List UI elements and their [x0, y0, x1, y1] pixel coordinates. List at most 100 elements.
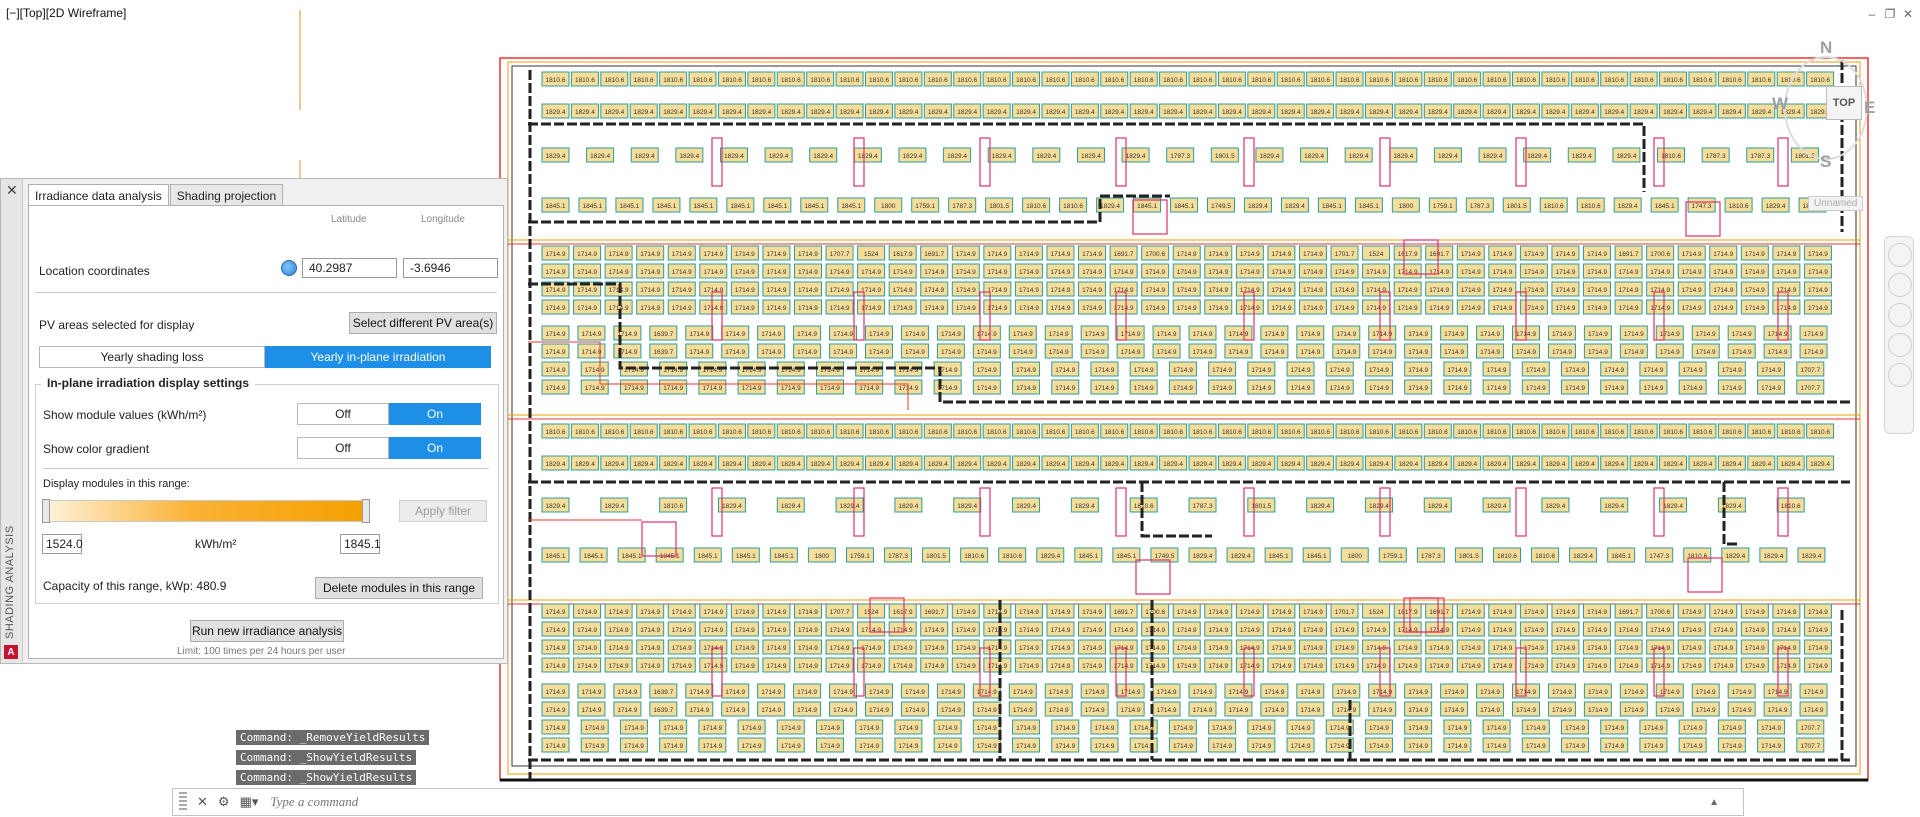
- module-value[interactable]: 1714.9: [546, 609, 566, 616]
- module-value[interactable]: 1829.4: [1310, 109, 1330, 116]
- module-value[interactable]: 1714.9: [735, 305, 755, 312]
- module-value[interactable]: 1691.7: [1114, 609, 1134, 616]
- module-value[interactable]: 1845.1: [736, 553, 756, 560]
- module-value[interactable]: 1714.9: [1447, 367, 1467, 374]
- viewcube-top-face[interactable]: TOP: [1826, 86, 1862, 120]
- module-value[interactable]: 1810.6: [1222, 429, 1242, 436]
- module-cell[interactable]: [1100, 423, 1129, 439]
- module-cell[interactable]: [1044, 343, 1073, 359]
- module-cell[interactable]: [825, 245, 854, 261]
- module-value[interactable]: 1714.9: [893, 663, 913, 670]
- module-cell[interactable]: [1235, 281, 1264, 297]
- module-value[interactable]: 1714.9: [956, 251, 976, 258]
- module-cell[interactable]: [1080, 325, 1109, 341]
- module-cell[interactable]: [1650, 197, 1679, 213]
- module-value[interactable]: 1714.9: [859, 385, 879, 392]
- ucs-menu[interactable]: Unnamed: [1808, 196, 1864, 211]
- module-cell[interactable]: [541, 547, 570, 563]
- module-value[interactable]: 1714.9: [1682, 609, 1702, 616]
- module-value[interactable]: 1714.9: [1587, 609, 1607, 616]
- module-value[interactable]: 1714.9: [798, 645, 818, 652]
- module-value[interactable]: 1714.9: [1745, 663, 1765, 670]
- module-cell[interactable]: [1776, 497, 1805, 513]
- module-value[interactable]: 1829.4: [1573, 553, 1593, 560]
- module-cell[interactable]: [951, 281, 980, 297]
- module-cell[interactable]: [1776, 455, 1805, 471]
- module-value[interactable]: 1714.9: [1271, 645, 1291, 652]
- module-cell[interactable]: [982, 455, 1011, 471]
- module-value[interactable]: 1829.4: [1340, 461, 1360, 468]
- module-value[interactable]: 1801.5: [926, 553, 946, 560]
- module-value[interactable]: 1714.9: [977, 725, 997, 732]
- module-cell[interactable]: [1583, 281, 1612, 297]
- module-cell[interactable]: [1208, 379, 1237, 395]
- module-value[interactable]: 1829.4: [1393, 153, 1413, 160]
- module-value[interactable]: 1714.9: [1208, 609, 1228, 616]
- module-value[interactable]: 1714.9: [861, 305, 881, 312]
- module-value[interactable]: 1829.4: [1428, 109, 1448, 116]
- module-value[interactable]: 1714.9: [546, 251, 566, 258]
- module-value[interactable]: 1714.9: [702, 385, 722, 392]
- module-value[interactable]: 1829.4: [1763, 553, 1783, 560]
- module-value[interactable]: 1714.9: [1804, 689, 1824, 696]
- module-value[interactable]: 1845.1: [774, 553, 794, 560]
- module-value[interactable]: 1829.4: [1618, 203, 1638, 210]
- module-cell[interactable]: [685, 343, 714, 359]
- module-value[interactable]: 1714.9: [1556, 627, 1576, 634]
- module-value[interactable]: 1714.9: [1173, 743, 1193, 750]
- module-cell[interactable]: [717, 71, 746, 87]
- module-value[interactable]: 1714.9: [1335, 305, 1355, 312]
- module-cell[interactable]: [1629, 455, 1658, 471]
- module-value[interactable]: 1714.9: [1019, 627, 1039, 634]
- module-value[interactable]: 1714.9: [1556, 645, 1576, 652]
- module-value[interactable]: 1714.9: [1480, 707, 1500, 714]
- module-value[interactable]: 1714.9: [1447, 743, 1467, 750]
- show-gradient-off[interactable]: Off: [297, 437, 389, 459]
- module-value[interactable]: 1714.9: [1121, 689, 1141, 696]
- module-value[interactable]: 1714.9: [735, 663, 755, 670]
- module-value[interactable]: 1810.6: [1251, 429, 1271, 436]
- module-value[interactable]: 1845.1: [546, 553, 566, 560]
- module-cell[interactable]: [1078, 299, 1107, 315]
- module-value[interactable]: 1714.9: [1650, 305, 1670, 312]
- module-cell[interactable]: [1014, 263, 1043, 279]
- module-value[interactable]: 1714.9: [1095, 367, 1115, 374]
- module-value[interactable]: 1800: [881, 203, 896, 210]
- module-cell[interactable]: [1306, 103, 1335, 119]
- module-cell[interactable]: [1677, 281, 1706, 297]
- module-value[interactable]: 1810.6: [634, 77, 654, 84]
- module-value[interactable]: 1714.9: [1650, 269, 1670, 276]
- module-cell[interactable]: [1300, 147, 1329, 163]
- module-value[interactable]: 1829.4: [992, 153, 1012, 160]
- module-value[interactable]: 1714.9: [1291, 743, 1311, 750]
- module-value[interactable]: 1714.9: [1335, 663, 1355, 670]
- module-value[interactable]: 1829.4: [1575, 461, 1595, 468]
- module-cell[interactable]: [936, 325, 965, 341]
- module-value[interactable]: 1714.9: [585, 385, 605, 392]
- module-cell[interactable]: [573, 245, 602, 261]
- module-value[interactable]: 1714.9: [1660, 331, 1680, 338]
- module-value[interactable]: 1714.9: [1588, 331, 1608, 338]
- delete-modules-button[interactable]: Delete modules in this range: [315, 577, 483, 599]
- module-cell[interactable]: [688, 423, 717, 439]
- module-cell[interactable]: [1646, 263, 1675, 279]
- module-cell[interactable]: [541, 299, 570, 315]
- module-cell[interactable]: [1583, 263, 1612, 279]
- module-value[interactable]: 1714.9: [1082, 269, 1102, 276]
- module-cell[interactable]: [1217, 103, 1246, 119]
- module-cell[interactable]: [1747, 103, 1776, 119]
- module-cell[interactable]: [793, 325, 822, 341]
- module-value[interactable]: 1829.4: [1663, 109, 1683, 116]
- module-value[interactable]: 1714.9: [766, 305, 786, 312]
- module-value[interactable]: 1714.9: [546, 305, 566, 312]
- module-value[interactable]: 1714.9: [1444, 331, 1464, 338]
- module-value[interactable]: 1714.9: [905, 349, 925, 356]
- module-value[interactable]: 1714.9: [1051, 609, 1071, 616]
- module-value[interactable]: 1714.9: [1745, 287, 1765, 294]
- module-value[interactable]: 1714.9: [1251, 367, 1271, 374]
- module-cell[interactable]: [1076, 147, 1105, 163]
- module-cell[interactable]: [898, 147, 927, 163]
- module-cell[interactable]: [1425, 281, 1454, 297]
- module-value[interactable]: 1829.4: [590, 153, 610, 160]
- module-value[interactable]: 1714.9: [1016, 743, 1036, 750]
